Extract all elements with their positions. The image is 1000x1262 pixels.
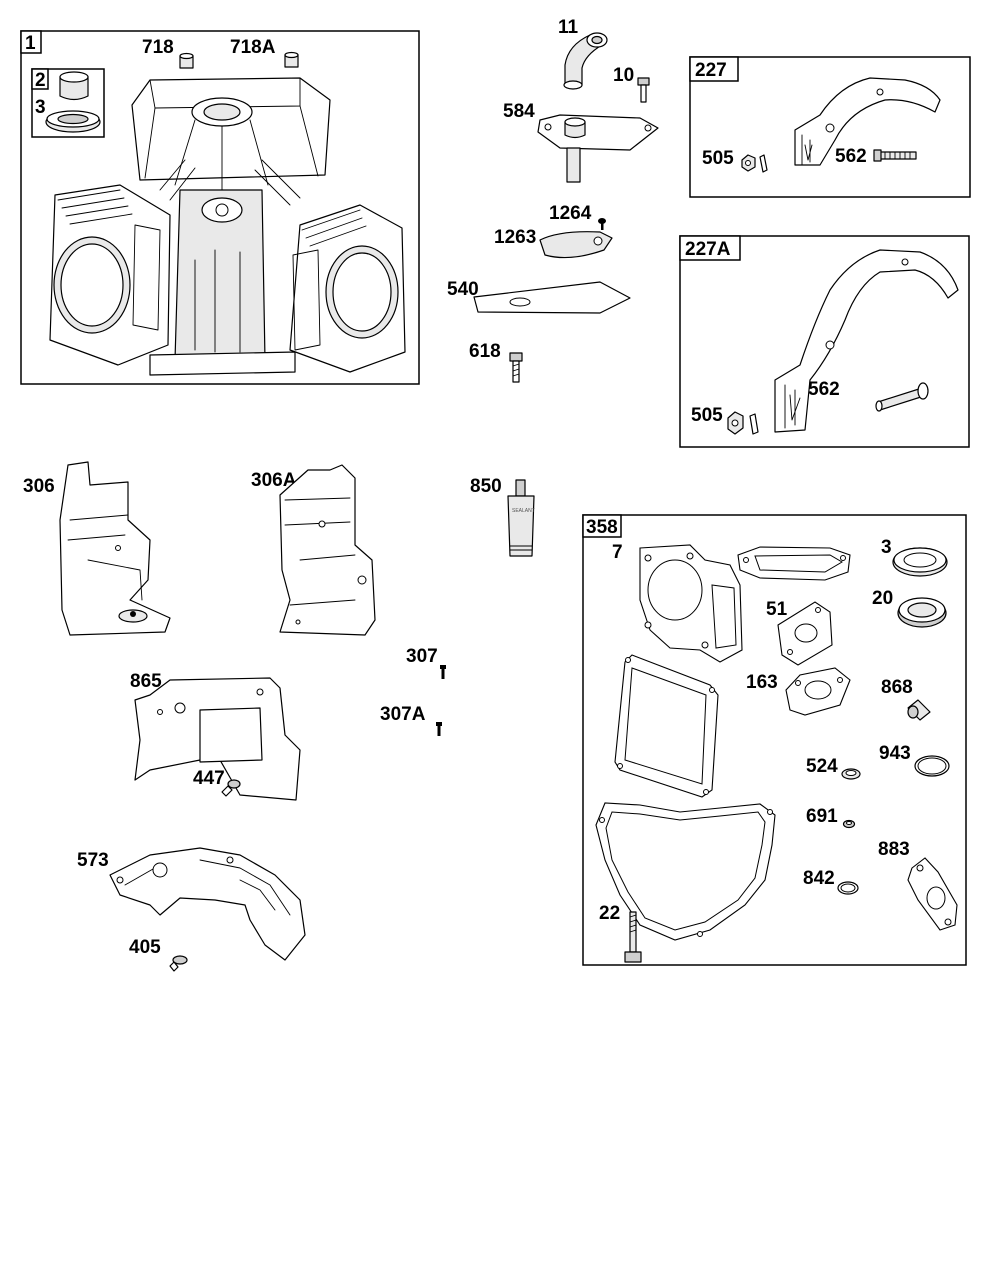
bracket-227A-box-tab (679, 235, 741, 261)
label-718: 718 (142, 37, 174, 58)
label-307A: 307A (380, 704, 426, 725)
o-ring-691 (842, 819, 856, 829)
label-562-b: 562 (808, 379, 840, 400)
label-22: 22 (599, 903, 620, 924)
label-618: 618 (469, 341, 501, 362)
label-505-a: 505 (702, 148, 734, 169)
label-405: 405 (129, 937, 161, 958)
crankcase-gasket-part (595, 802, 776, 941)
label-943: 943 (879, 743, 911, 764)
box-label-1: 1 (25, 33, 36, 54)
gasket-set-358-group: 358 7 3 20 51 (582, 514, 967, 966)
screw-307A (436, 722, 442, 736)
gasket-540 (473, 281, 631, 314)
engine-block-part (49, 77, 406, 376)
label-691: 691 (806, 806, 838, 827)
screw-447 (221, 779, 241, 797)
box-label-358: 358 (586, 517, 618, 538)
o-ring-842 (837, 881, 859, 895)
bearing-kit-box-tab (31, 68, 49, 90)
label-3-seal: 3 (35, 97, 46, 118)
tube-print: SEALANT (512, 508, 535, 514)
label-718A: 718A (230, 37, 276, 58)
bearing-kit-box-frame (31, 68, 105, 138)
screw-10 (637, 77, 650, 103)
bushing-part (59, 71, 89, 101)
label-306A: 306A (251, 470, 297, 491)
cylinder-baffle-865 (134, 677, 301, 801)
bracket-227-group: 227 505 562 (689, 56, 971, 198)
oil-seal-3 (892, 547, 948, 577)
bracket-227A-part (774, 249, 959, 433)
gasket-883 (907, 857, 958, 931)
screw-307 (440, 665, 446, 679)
blower-housing-306A (279, 464, 376, 636)
label-10: 10 (613, 65, 634, 86)
blower-housing-306 (59, 461, 171, 636)
bracket-227-part (794, 77, 941, 166)
carburetor-gasket-163 (785, 667, 851, 716)
bracket-227A-group: 227A 505 562 (679, 235, 970, 448)
cylinder-box-tab (20, 30, 42, 54)
label-842: 842 (803, 868, 835, 889)
label-868: 868 (881, 677, 913, 698)
bolt-22 (624, 911, 642, 963)
label-540: 540 (447, 279, 479, 300)
o-ring-524 (841, 768, 861, 780)
bolt-562-b (875, 382, 929, 412)
bolt-562-a (873, 149, 917, 162)
gasket-set-box-tab (582, 514, 622, 538)
screw-1264 (598, 218, 606, 230)
label-584: 584 (503, 101, 535, 122)
label-20: 20 (872, 588, 893, 609)
label-51: 51 (766, 599, 788, 620)
o-ring-943 (914, 755, 950, 777)
label-573: 573 (77, 850, 109, 871)
label-3: 3 (881, 537, 892, 558)
bracket-227A-box-frame (679, 235, 970, 448)
valve-cover-gasket-part (614, 654, 719, 798)
head-gasket-7 (639, 544, 743, 663)
cylinder-box-frame (20, 30, 420, 385)
screw-405 (169, 955, 188, 972)
label-850: 850 (470, 476, 502, 497)
bracket-227-box-frame (689, 56, 971, 198)
label-163: 163 (746, 672, 778, 693)
oil-seal-part (45, 110, 101, 133)
label-307: 307 (406, 646, 438, 667)
box-label-2: 2 (35, 70, 46, 91)
label-447: 447 (193, 768, 225, 789)
label-7: 7 (612, 542, 623, 563)
dowel-pin-718A (284, 51, 299, 68)
screw-618 (509, 352, 523, 383)
governor-plate-584 (537, 114, 659, 183)
label-505-b: 505 (691, 405, 723, 426)
label-11: 11 (558, 17, 579, 38)
intake-gasket-51 (777, 601, 833, 666)
label-865: 865 (130, 671, 162, 692)
box-label-227: 227 (695, 60, 727, 81)
label-524: 524 (806, 756, 838, 777)
seal-868 (907, 699, 931, 721)
gasket-set-box-frame (582, 514, 967, 966)
breather-tube-part (563, 32, 608, 90)
label-1263: 1263 (494, 227, 536, 248)
sealant-tube-850: SEALANT (507, 479, 535, 557)
cylinder-assembly-group: 1 2 3 718 718A (20, 30, 420, 385)
label-562-a: 562 (835, 146, 867, 167)
blower-base-573 (109, 847, 306, 961)
label-306: 306 (23, 476, 55, 497)
label-1264: 1264 (549, 203, 592, 224)
bracket-227-box-tab (689, 56, 739, 82)
label-883: 883 (878, 839, 910, 860)
exhaust-gasket-part (737, 546, 851, 581)
oil-seal-20 (897, 597, 947, 628)
dowel-pin-718 (179, 52, 194, 69)
governor-arm-1263 (539, 231, 613, 259)
nut-505-a (741, 154, 768, 173)
box-label-227A: 227A (685, 239, 731, 260)
nut-505-b (727, 411, 759, 435)
